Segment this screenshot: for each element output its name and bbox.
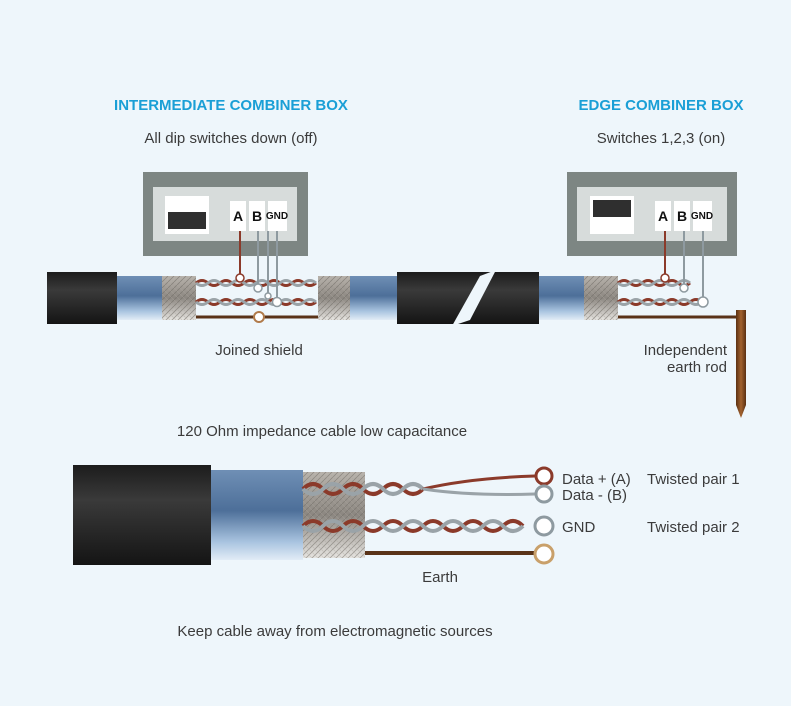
cable-insulation [117, 276, 162, 320]
twisted-pair-1-label: Twisted pair 1 [647, 471, 740, 488]
edge-box-subtitle: Switches 1,2,3 (on) [597, 130, 725, 147]
gnd-label: GND [562, 519, 596, 536]
earth-rod-label-line2: earth rod [667, 359, 727, 376]
upper-cable-run [47, 231, 746, 418]
cable-break-mark [452, 270, 496, 326]
earth-label: Earth [422, 569, 458, 586]
footer-note: Keep cable away from electromagnetic sou… [177, 623, 492, 640]
data-plus-terminal [534, 466, 554, 486]
edge-combiner-box: A B GND [567, 172, 737, 256]
earth-rod-label-line1: Independent [644, 342, 728, 359]
cable-jacket [47, 272, 117, 324]
gnd-terminal [533, 515, 555, 537]
cable-insulation [211, 470, 303, 560]
terminal-gnd-label: GND [266, 211, 288, 222]
data-plus-label: Data + (A) [562, 471, 631, 488]
intermediate-box-title: INTERMEDIATE COMBINER BOX [114, 97, 348, 114]
joined-shield-label: Joined shield [215, 342, 303, 359]
intermediate-combiner-box: A B GND [143, 172, 308, 256]
cable-spec-label: 120 Ohm impedance cable low capacitance [177, 423, 467, 440]
edge-box-title: EDGE COMBINER BOX [578, 97, 743, 114]
joined-shield-node [253, 311, 265, 323]
dip-switch-off [168, 212, 206, 229]
cable-insulation [539, 276, 584, 320]
terminal-a-label: A [233, 208, 243, 224]
cable-jacket [73, 465, 211, 565]
dip-switch-on [593, 200, 631, 217]
twisted-pair-2-label: Twisted pair 2 [647, 519, 740, 536]
data-minus-label: Data - (B) [562, 487, 627, 504]
cable-insulation [350, 276, 397, 320]
terminal-b-label: B [252, 208, 262, 224]
terminal-a-label: A [658, 208, 668, 224]
terminal-gnd-label: GND [691, 211, 713, 222]
earth-terminal [533, 543, 555, 565]
intermediate-box-subtitle: All dip switches down (off) [144, 130, 317, 147]
earth-rod [736, 310, 746, 418]
data-minus-terminal [534, 484, 554, 504]
cable-detail [73, 465, 555, 565]
terminal-b-label: B [677, 208, 687, 224]
